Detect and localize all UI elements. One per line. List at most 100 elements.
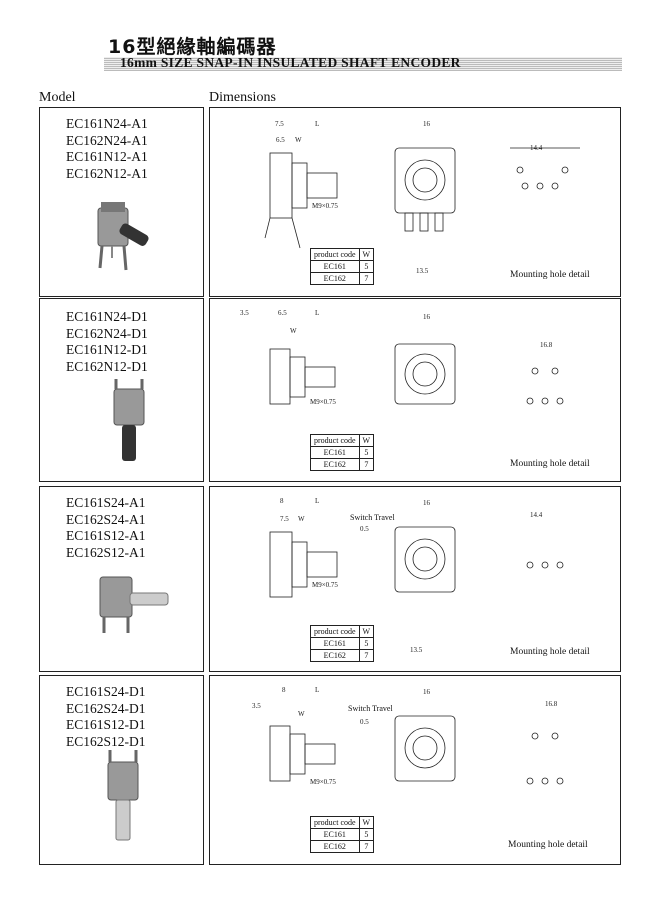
model-name: EC161S24-D1 <box>66 684 146 699</box>
svg-text:16: 16 <box>423 120 431 128</box>
mounting-hole-label: Mounting hole detail <box>510 647 590 657</box>
model-box: EC161S24-D1 EC162S24-D1 EC161S12-D1 EC16… <box>39 675 204 865</box>
table-cell: 5 <box>358 446 375 459</box>
table-cell: EC162 <box>310 458 360 471</box>
dimensions-column-header: Dimensions <box>209 90 276 105</box>
model-name: EC161S12-A1 <box>66 528 146 543</box>
encoder-photo <box>113 379 145 461</box>
model-name: EC162N24-A1 <box>66 132 148 148</box>
svg-text:7.5: 7.5 <box>275 120 284 128</box>
model-list: EC161N24-A1 EC162N24-A1 EC161N12-A1 EC16… <box>66 116 148 182</box>
product-row-4: EC161S24-D1 EC162S24-D1 EC161S12-D1 EC16… <box>39 675 621 865</box>
model-name: EC161N24-D1 <box>66 309 148 324</box>
encoder-photo <box>99 576 169 633</box>
model-name: EC162S12-A1 <box>66 544 146 560</box>
subtitle-bar <box>104 57 622 71</box>
svg-text:W: W <box>298 515 305 523</box>
svg-text:14.4: 14.4 <box>530 511 543 519</box>
table-header: product code <box>310 816 360 829</box>
svg-text:8: 8 <box>280 497 284 505</box>
table-cell: EC161 <box>310 260 360 273</box>
svg-text:16.8: 16.8 <box>540 341 553 349</box>
table-header: product code <box>310 625 360 638</box>
page-subtitle: 16mm SIZE SNAP-IN INSULATED SHAFT ENCODE… <box>120 55 461 70</box>
encoder-photo <box>107 750 139 841</box>
switch-travel-label: Switch Travel <box>350 513 395 522</box>
svg-text:W: W <box>298 710 305 718</box>
model-name: EC162N24-D1 <box>66 325 148 341</box>
svg-text:L: L <box>315 497 319 505</box>
table-cell: 5 <box>358 828 375 841</box>
table-header: W <box>358 625 375 638</box>
svg-text:0.5: 0.5 <box>360 525 369 533</box>
page-title: 16型絕緣軸編碼器 <box>108 36 277 58</box>
table-cell: EC161 <box>310 446 360 459</box>
svg-text:16.8: 16.8 <box>545 700 558 708</box>
model-name: EC161N12-A1 <box>66 149 148 164</box>
svg-text:16: 16 <box>423 499 431 507</box>
table-header: W <box>358 434 375 447</box>
table-cell: EC161 <box>310 828 360 841</box>
model-list: EC161N24-D1 EC162N24-D1 EC161N12-D1 EC16… <box>66 309 148 375</box>
table-cell: EC162 <box>310 649 360 662</box>
svg-text:6.5: 6.5 <box>276 136 285 144</box>
table-cell: 7 <box>358 272 375 285</box>
svg-text:M9×0.75: M9×0.75 <box>310 778 336 786</box>
model-box: EC161N24-D1 EC162N24-D1 EC161N12-D1 EC16… <box>39 298 204 482</box>
model-name: EC161N12-D1 <box>66 342 148 357</box>
svg-text:M9×0.75: M9×0.75 <box>310 398 336 406</box>
svg-text:L: L <box>315 120 319 128</box>
svg-text:M9×0.75: M9×0.75 <box>312 581 338 589</box>
svg-text:16: 16 <box>423 313 431 321</box>
model-name: EC162S24-D1 <box>66 700 146 716</box>
svg-text:M9×0.75: M9×0.75 <box>312 202 338 210</box>
mounting-hole-label: Mounting hole detail <box>510 459 590 469</box>
svg-text:7.5: 7.5 <box>280 515 289 523</box>
svg-text:L: L <box>315 686 319 694</box>
svg-text:13.5: 13.5 <box>410 646 423 654</box>
model-name: EC161N24-A1 <box>66 116 148 131</box>
product-row-1: EC161N24-A1 EC162N24-A1 EC161N12-A1 EC16… <box>39 107 621 297</box>
model-name: EC162S24-A1 <box>66 511 146 527</box>
svg-text:16: 16 <box>423 688 431 696</box>
model-name: EC162S12-D1 <box>66 733 146 749</box>
encoder-photo <box>97 202 149 271</box>
svg-text:6.5: 6.5 <box>278 309 287 317</box>
model-name: EC161S12-D1 <box>66 717 146 732</box>
svg-text:13.5: 13.5 <box>416 267 429 275</box>
mounting-hole-label: Mounting hole detail <box>510 270 590 280</box>
model-box: EC161S24-A1 EC162S24-A1 EC161S12-A1 EC16… <box>39 486 204 672</box>
table-cell: 7 <box>358 458 375 471</box>
table-cell: 7 <box>358 649 375 662</box>
svg-text:3.5: 3.5 <box>240 309 249 317</box>
product-row-2: EC161N24-D1 EC162N24-D1 EC161N12-D1 EC16… <box>39 298 621 482</box>
svg-text:3.5: 3.5 <box>252 702 261 710</box>
table-header: W <box>358 816 375 829</box>
switch-travel-label: Switch Travel <box>348 704 393 713</box>
model-name: EC162N12-D1 <box>66 358 148 374</box>
model-name: EC161S24-A1 <box>66 495 146 510</box>
svg-text:W: W <box>290 327 297 335</box>
table-cell: 5 <box>358 260 375 273</box>
svg-text:W: W <box>295 136 302 144</box>
table-cell: 7 <box>358 840 375 853</box>
table-header: W <box>358 248 375 261</box>
table-header: product code <box>310 248 360 261</box>
model-column-header: Model <box>39 90 76 105</box>
table-header: product code <box>310 434 360 447</box>
table-cell: EC161 <box>310 637 360 650</box>
table-cell: 5 <box>358 637 375 650</box>
product-row-3: EC161S24-A1 EC162S24-A1 EC161S12-A1 EC16… <box>39 486 621 672</box>
table-cell: EC162 <box>310 840 360 853</box>
table-cell: EC162 <box>310 272 360 285</box>
